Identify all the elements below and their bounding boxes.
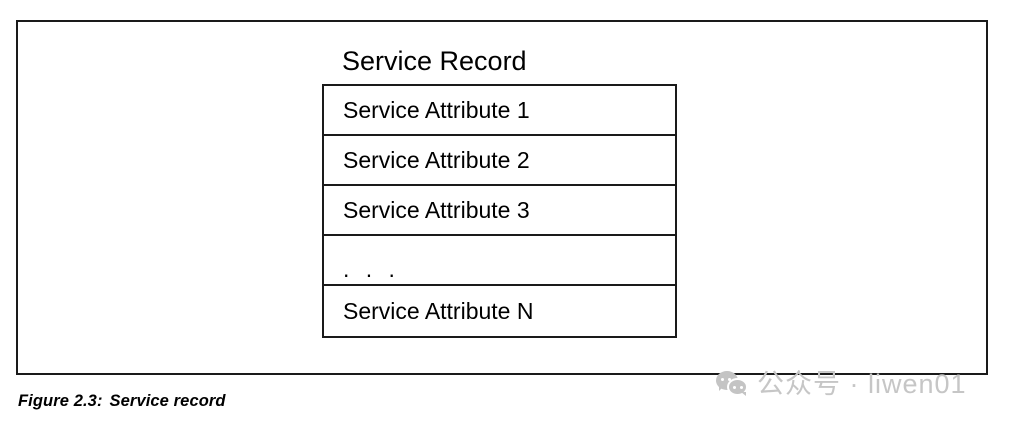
service-record-block: Service Record Service Attribute 1 Servi… <box>322 44 677 338</box>
page-title: Service Record <box>342 46 527 76</box>
service-attribute-label: Service Attribute 3 <box>343 197 530 223</box>
table-row: Service Attribute 3 <box>324 186 675 236</box>
table-row: Service Attribute 2 <box>324 136 675 186</box>
figure-frame: Service Record Service Attribute 1 Servi… <box>16 20 988 375</box>
figure-caption-label: Figure 2.3: <box>18 392 103 410</box>
service-attribute-label: Service Attribute 2 <box>343 147 530 173</box>
table-row: Service Attribute N <box>324 286 675 336</box>
table-row: Service Attribute 1 <box>324 86 675 136</box>
service-attribute-label: Service Attribute N <box>343 298 534 324</box>
service-attribute-table: Service Attribute 1 Service Attribute 2 … <box>322 84 677 338</box>
table-row-ellipsis: . . . <box>324 236 675 286</box>
service-attribute-label: Service Attribute 1 <box>343 97 530 123</box>
figure-caption: Figure 2.3: Service record <box>18 392 226 411</box>
ellipsis-label: . . . <box>343 256 400 282</box>
figure-caption-text: Service record <box>109 392 226 410</box>
